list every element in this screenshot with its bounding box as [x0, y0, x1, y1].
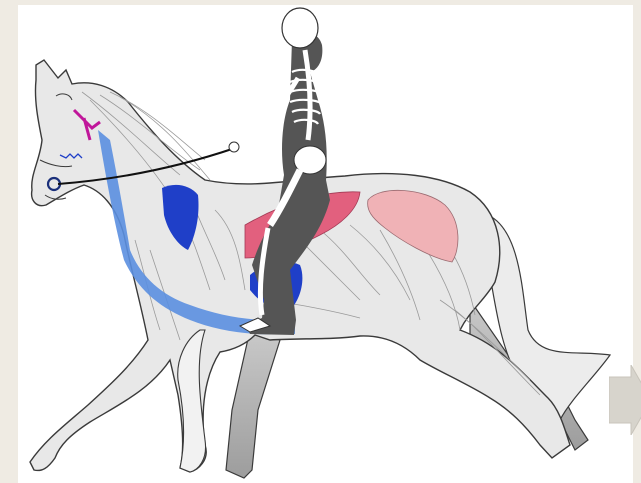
arrow-right-icon[interactable] — [609, 365, 641, 435]
rider-skull — [282, 8, 318, 48]
illustration-panel — [18, 5, 633, 483]
horse-rider-illustration — [18, 5, 633, 483]
